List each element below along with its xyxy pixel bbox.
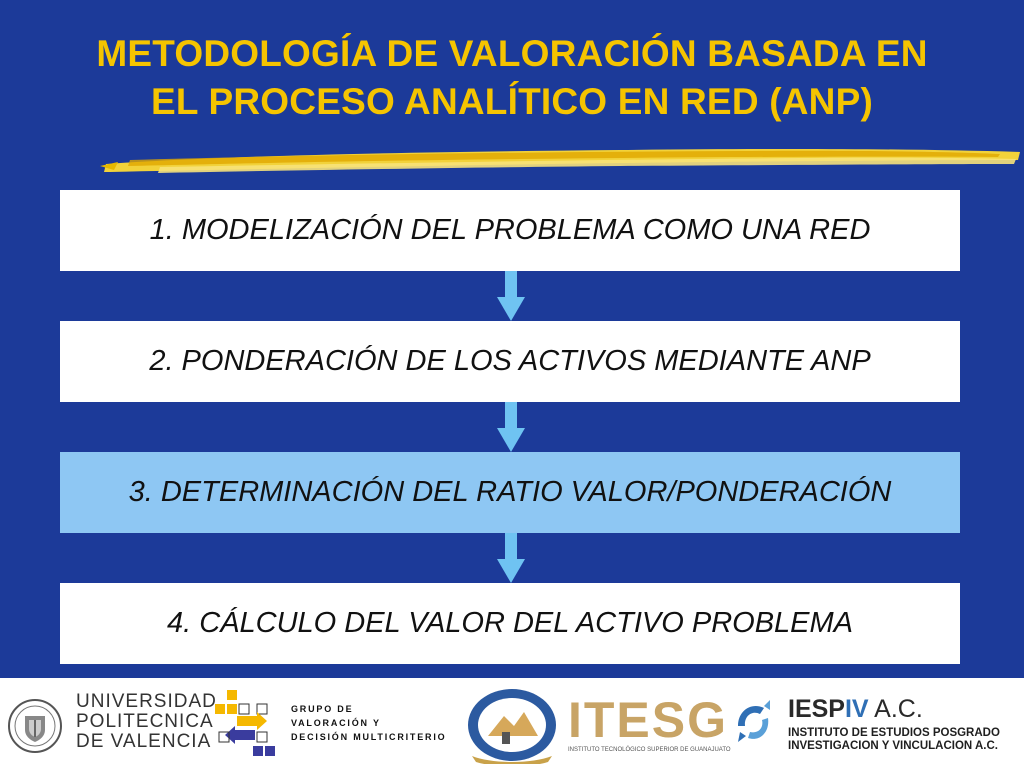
itesg-seal-icon [468,689,556,764]
iespiv-line-2: INVESTIGACION Y VINCULACION A.C. [788,740,999,752]
slide-background: METODOLOGÍA DE VALORACIÓN BASADA EN EL P… [0,0,1024,678]
step-3-box: 3. DETERMINACIÓN DEL RATIO VALOR/PONDERA… [60,452,960,533]
iespiv-name-b: IV [844,695,869,723]
iespiv-swirl-icon [738,700,770,742]
grupo-valoracion-text: GRUPO DE VALORACIÓN Y DECISIÓN MULTICRIT… [291,702,446,744]
upv-logo-text: UNIVERSIDAD POLITECNICA DE VALENCIA [76,692,217,752]
arrow-down-icon [497,271,525,321]
title-line-2: EL PROCESO ANALÍTICO EN RED (ANP) [151,81,873,122]
itesg-logo-text: ITESG [568,692,729,748]
arrow-down-icon [497,533,525,583]
step-1-box: 1. MODELIZACIÓN DEL PROBLEMA COMO UNA RE… [60,190,960,271]
iespiv-name-c: A.C. [868,695,923,723]
iespiv-name-a: IESP [788,695,845,723]
brush-stroke-underline [100,148,1020,173]
iespiv-logo-name: IESPIV A.C. [788,696,923,722]
grupo-line-3: DECISIÓN MULTICRITERIO [291,732,447,742]
step-4-box: 4. CÁLCULO DEL VALOR DEL ACTIVO PROBLEMA [60,583,960,664]
iespiv-logo-text: INSTITUTO DE ESTUDIOS POSGRADO INVESTIGA… [788,727,1000,753]
arrows-boxes-icon [215,690,275,756]
slide-title: METODOLOGÍA DE VALORACIÓN BASADA EN EL P… [0,30,1024,126]
university-seal-icon [8,699,62,753]
upv-line-2: POLITECNICA [76,711,214,732]
iespiv-line-1: INSTITUTO DE ESTUDIOS POSGRADO [788,727,1000,739]
itesg-subtitle: INSTITUTO TECNOLÓGICO SUPERIOR DE GUANAJ… [568,747,731,753]
step-2-box: 2. PONDERACIÓN DE LOS ACTIVOS MEDIANTE A… [60,321,960,402]
grupo-line-1: GRUPO DE [291,704,354,714]
arrow-down-icon [497,402,525,452]
title-line-1: METODOLOGÍA DE VALORACIÓN BASADA EN [96,33,928,74]
grupo-line-2: VALORACIÓN Y [291,718,381,728]
upv-line-1: UNIVERSIDAD [76,691,217,712]
logo-footer: UNIVERSIDAD POLITECNICA DE VALENCIA GRUP… [0,678,1024,768]
upv-line-3: DE VALENCIA [76,731,212,752]
